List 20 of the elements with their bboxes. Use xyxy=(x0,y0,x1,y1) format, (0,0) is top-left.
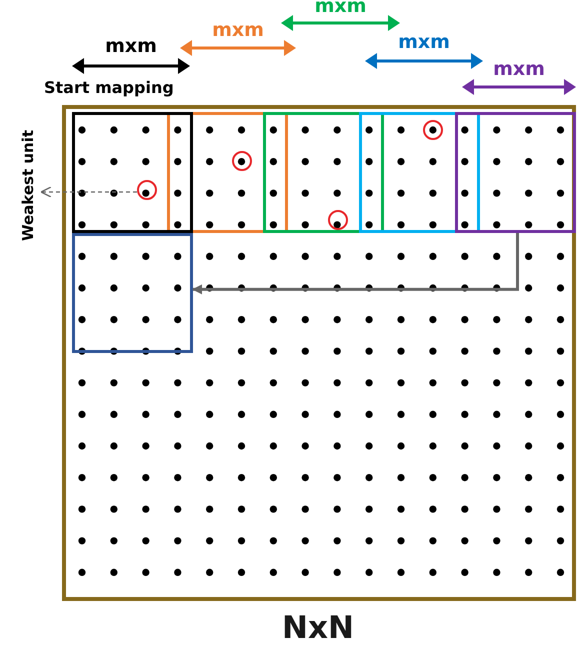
highlight-circle xyxy=(423,120,443,140)
highlight-circle xyxy=(137,180,157,200)
window-frame xyxy=(359,112,480,233)
side-label: Weakest unit xyxy=(14,110,42,260)
window-frame xyxy=(263,112,384,233)
arrow xyxy=(192,233,519,294)
grid-size-label: NxN xyxy=(281,609,355,647)
dimension-label: mxm xyxy=(492,57,546,81)
leader-line xyxy=(40,186,137,198)
window-frame xyxy=(167,112,288,233)
dimension-label: mxm xyxy=(104,34,158,58)
dimension-label: mxm xyxy=(211,18,265,42)
dimension-label: mxm xyxy=(397,30,451,54)
dimension-label: mxm xyxy=(314,0,368,18)
start-label: Start mapping xyxy=(44,77,174,99)
window-frame xyxy=(455,112,576,233)
highlight-circle xyxy=(328,210,348,230)
window-frame xyxy=(72,233,193,353)
highlight-circle xyxy=(232,151,252,171)
window-frame xyxy=(72,112,193,233)
